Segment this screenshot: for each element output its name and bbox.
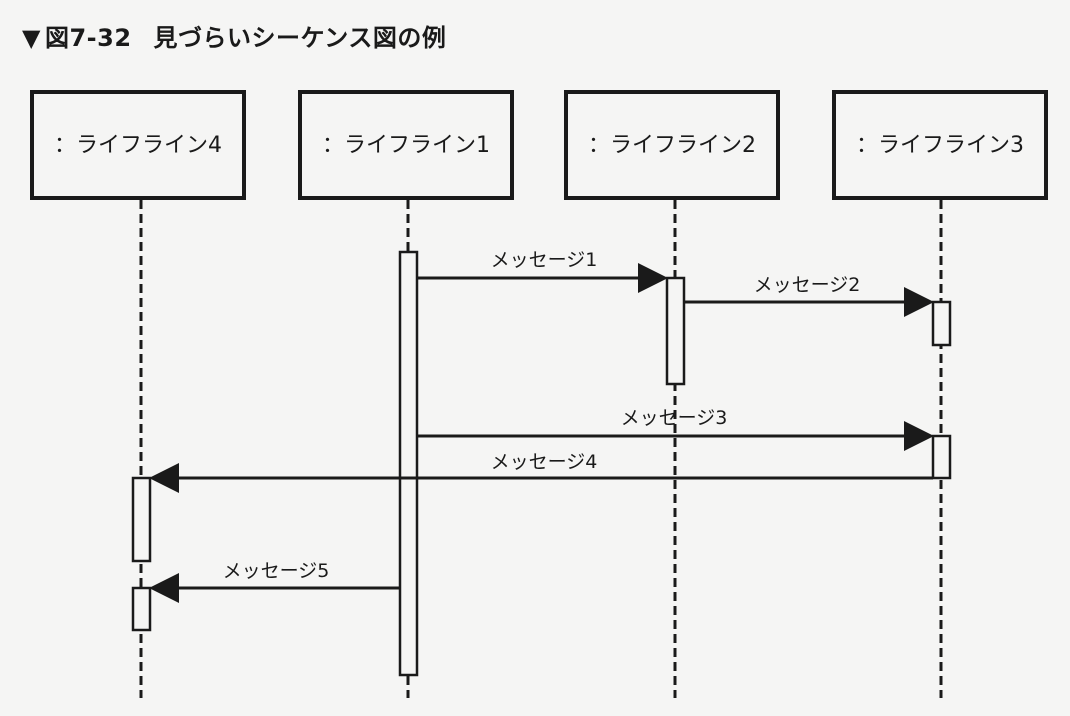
activation-lifeline-4-b: [131, 586, 152, 632]
message-2-label: メッセージ2: [754, 274, 861, 296]
lifeline-1: ：ライフライン1: [298, 90, 514, 200]
lifeline-4-box: [30, 90, 246, 200]
activation-lifeline-2: [665, 276, 686, 386]
activation-lifeline-1: [398, 250, 419, 677]
activation-lifeline-3-b: [931, 434, 952, 480]
lifeline-3-label: ：ライフライン3: [856, 133, 1024, 158]
message-1-label: メッセージ1: [491, 249, 598, 271]
message-2: メッセージ2: [684, 274, 934, 317]
lifeline-2: ：ライフライン2: [564, 90, 780, 200]
figure-title: 見づらいシーケンス図の例: [153, 24, 447, 52]
activation-lifeline-4-a: [131, 476, 152, 563]
message-3: メッセージ3: [417, 407, 934, 451]
lifeline-3: ：ライフライン3: [832, 90, 1048, 200]
figure-number: 図7-32: [44, 24, 132, 52]
message-5-label: メッセージ5: [223, 560, 330, 582]
lifeline-4: ：ライフライン4: [30, 90, 246, 200]
message-3-label: メッセージ3: [621, 407, 728, 429]
figure-caption: ▼図7-32 見づらいシーケンス図の例: [22, 18, 446, 53]
message-5: メッセージ5: [149, 560, 400, 603]
caption-marker: ▼: [22, 24, 41, 52]
lifeline-4-label: ：ライフライン4: [54, 133, 222, 158]
lifeline-3-box: [832, 90, 1048, 200]
message-1: メッセージ1: [417, 249, 668, 293]
lifeline-2-box: [564, 90, 780, 200]
lifeline-2-label: ：ライフライン2: [588, 133, 756, 158]
message-4: メッセージ4: [149, 451, 933, 493]
activation-lifeline-3-a: [931, 300, 952, 347]
message-4-label: メッセージ4: [491, 451, 598, 473]
lifeline-1-box: [298, 90, 514, 200]
lifeline-1-label: ：ライフライン1: [322, 133, 490, 158]
